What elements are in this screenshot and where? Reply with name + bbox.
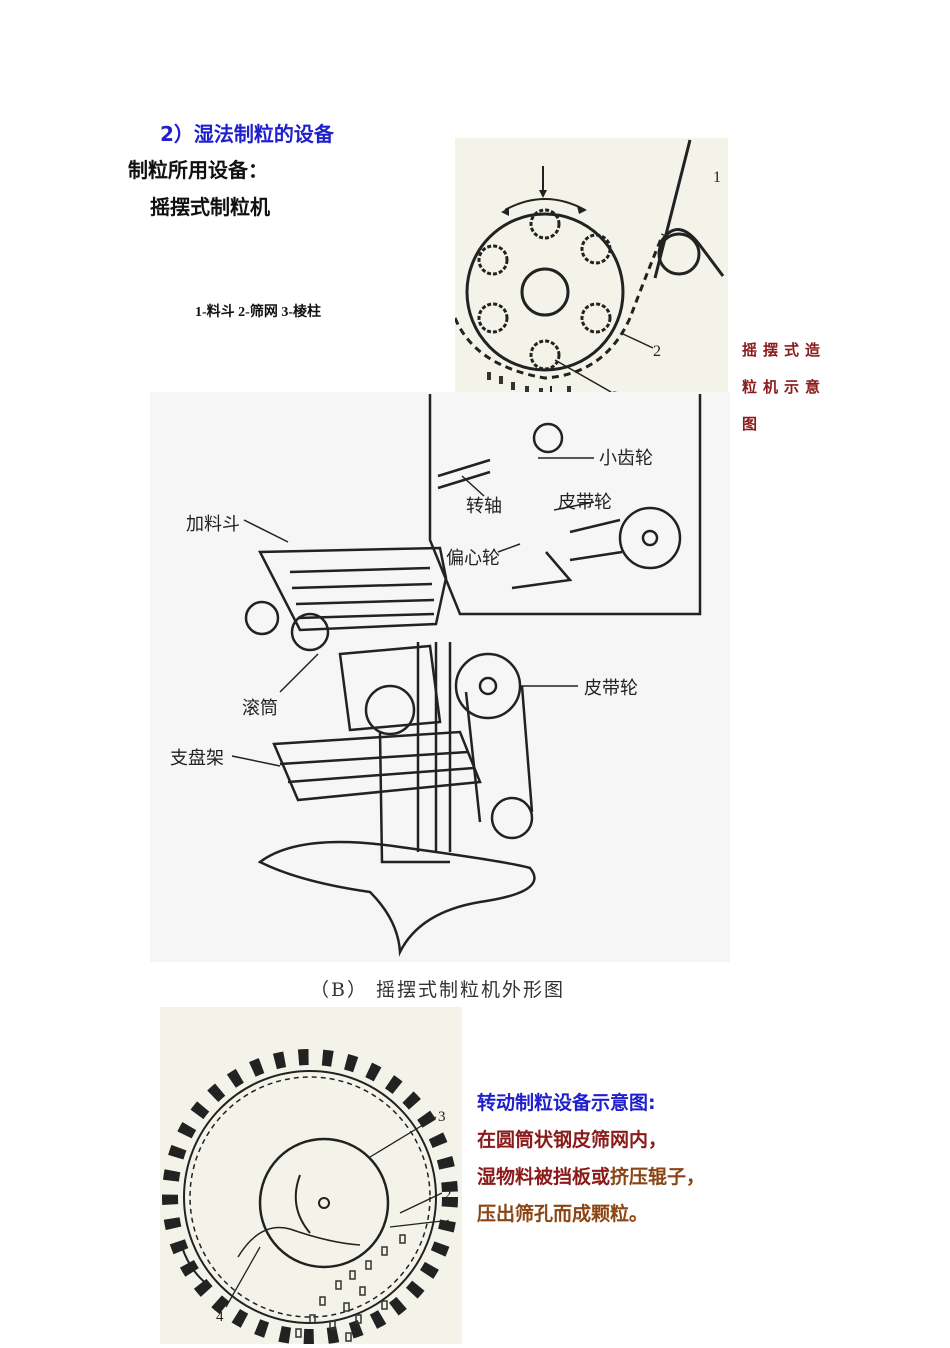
oscillating-granulator-schematic: 2 3 1 [453,138,728,414]
oscillating-granulator-exterior: 小齿轮 转轴 皮带轮 偏心轮 加料斗 皮带轮 滚筒 支盘架 [150,392,730,962]
label-small-gear: 小齿轮 [599,448,653,469]
label-hopper: 加料斗 [186,514,240,535]
label-belt-pulley: 皮带轮 [584,678,638,699]
label-drum: 滚筒 [242,698,278,719]
callout-1: 1 [444,1217,452,1233]
callout-2: 2 [653,343,661,360]
rotary-granulator-schematic: 3 2 1 4 [160,1007,462,1345]
rotary-description-line-2: 湿物料被挡板或挤压辊子， [477,1162,705,1189]
label-eccentric: 偏心轮 [446,548,500,569]
label-tray-rack: 支盘架 [170,748,224,769]
machine-figure-caption: （B） 摇摆式制粒机外形图 [310,979,566,1001]
rotary-figure-title: 转动制粒设备示意图: [477,1092,656,1114]
rotary-description-line-3: 压出筛孔而成颗粒。 [477,1203,649,1225]
callout-3: 3 [438,1109,446,1125]
machine-name: 摇摆式制粒机 [150,195,270,219]
callout-1: 1 [713,169,721,186]
top-figure-caption: 摇摆式造粒机示意图 [742,341,827,433]
rotary-description-line-1: 在圆筒状钢皮筛网内， [477,1129,668,1151]
rotary-line-2-part-a: 湿物料被挡板或 [477,1166,611,1188]
intro-line: 制粒所用设备： [128,158,268,182]
section-heading: 2）湿法制粒的设备 [160,122,334,146]
parts-legend: 1-料斗 2-筛网 3-棱柱 [195,305,321,320]
callout-2: 2 [444,1187,452,1203]
rotary-line-2-part-b: 挤压辊子， [610,1166,706,1188]
label-belt-pulley-top: 皮带轮 [558,492,612,513]
label-shaft: 转轴 [466,496,502,517]
callout-4: 4 [216,1309,224,1325]
